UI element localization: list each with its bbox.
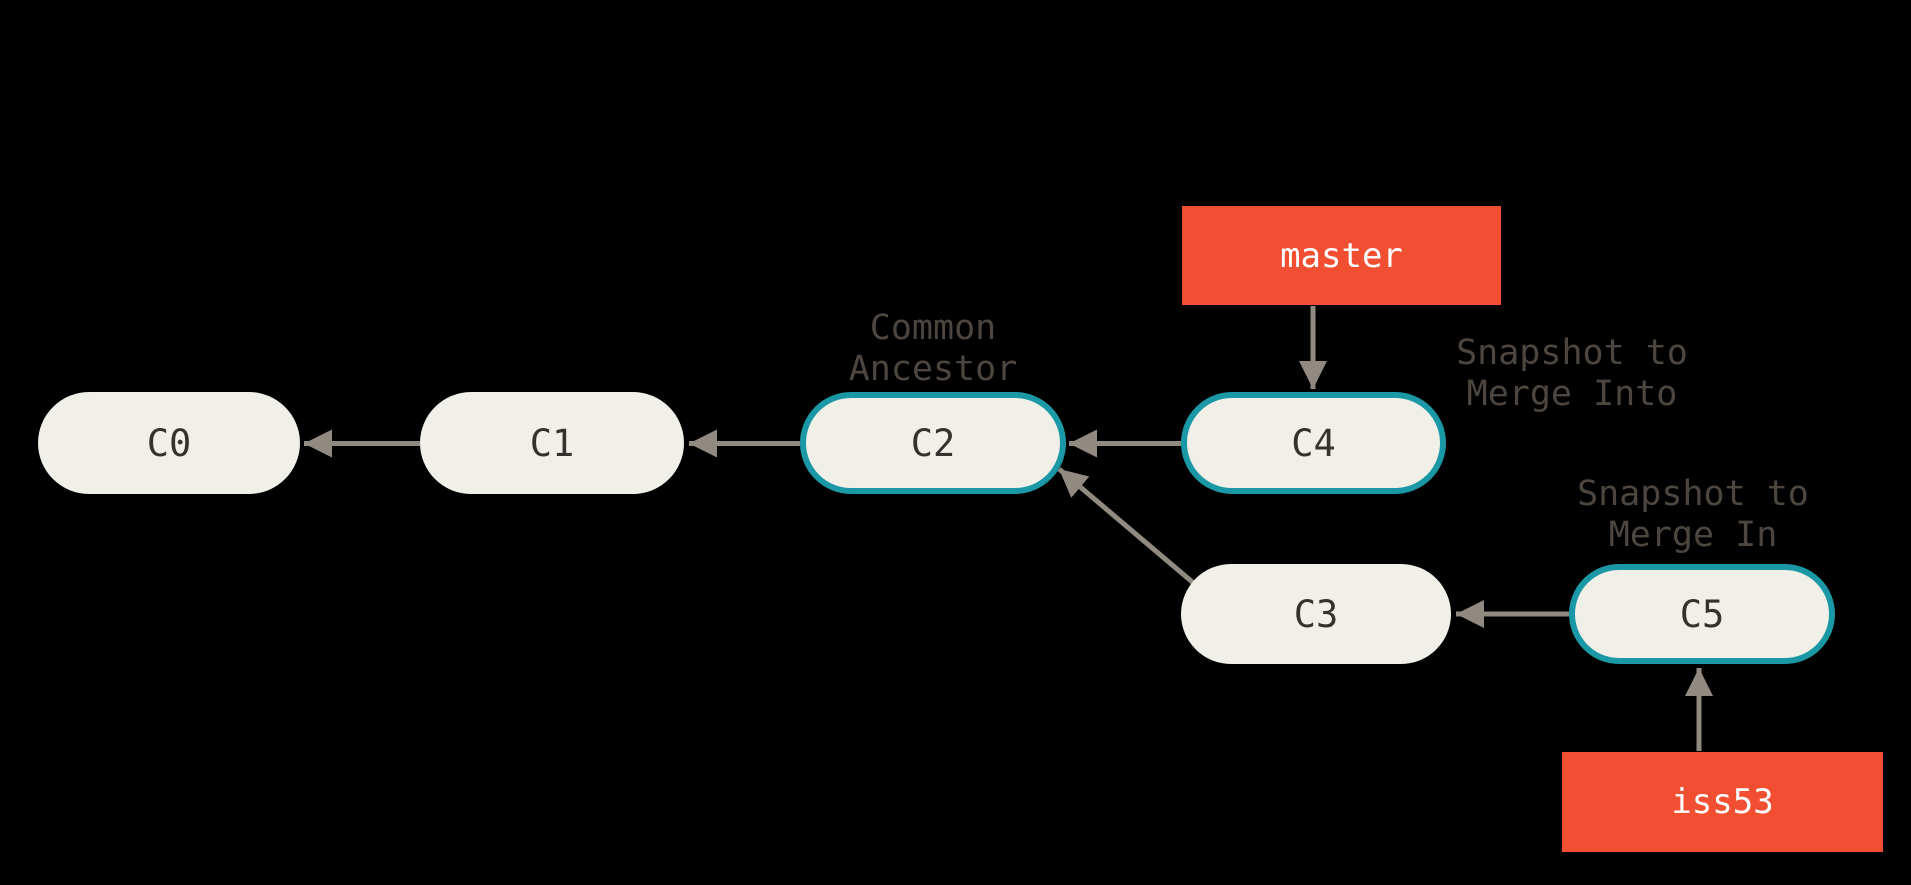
annotation-snapshot-merge-in-line1: Snapshot to [1577, 474, 1809, 514]
commit-label-c5: C5 [1679, 592, 1725, 636]
branch-label-iss53: iss53 [1562, 752, 1883, 852]
commit-label-c2: C2 [910, 421, 956, 465]
commit-node-c4: C4 [1181, 392, 1446, 494]
edge-c3-to-c2 [1057, 467, 1212, 599]
commit-label-c4: C4 [1291, 421, 1336, 465]
commit-node-c0: C0 [38, 392, 300, 494]
annotation-snapshot-merge-into: Snapshot to Merge Into [1372, 333, 1772, 415]
commit-node-c2: C2 [800, 392, 1066, 494]
commit-label-c3: C3 [1293, 592, 1339, 636]
annotation-snapshot-merge-into-line1: Snapshot to [1456, 333, 1688, 373]
branch-label-master: master [1182, 206, 1501, 305]
annotation-common-ancestor-line2: Ancestor [848, 349, 1018, 389]
annotation-snapshot-merge-into-line2: Merge Into [1466, 374, 1678, 414]
branch-name-master: master [1280, 235, 1403, 276]
annotation-snapshot-merge-in-line2: Merge In [1608, 515, 1778, 555]
commit-node-c5: C5 [1569, 564, 1835, 664]
annotation-common-ancestor-line1: Common [869, 308, 997, 348]
annotation-snapshot-merge-in: Snapshot to Merge In [1493, 474, 1893, 556]
commit-node-c1: C1 [420, 392, 684, 494]
commit-label-c0: C0 [146, 421, 192, 465]
branch-name-iss53: iss53 [1671, 782, 1774, 822]
commit-label-c1: C1 [529, 421, 575, 465]
annotation-common-ancestor: Common Ancestor [733, 308, 1133, 390]
commit-node-c3: C3 [1181, 564, 1451, 664]
